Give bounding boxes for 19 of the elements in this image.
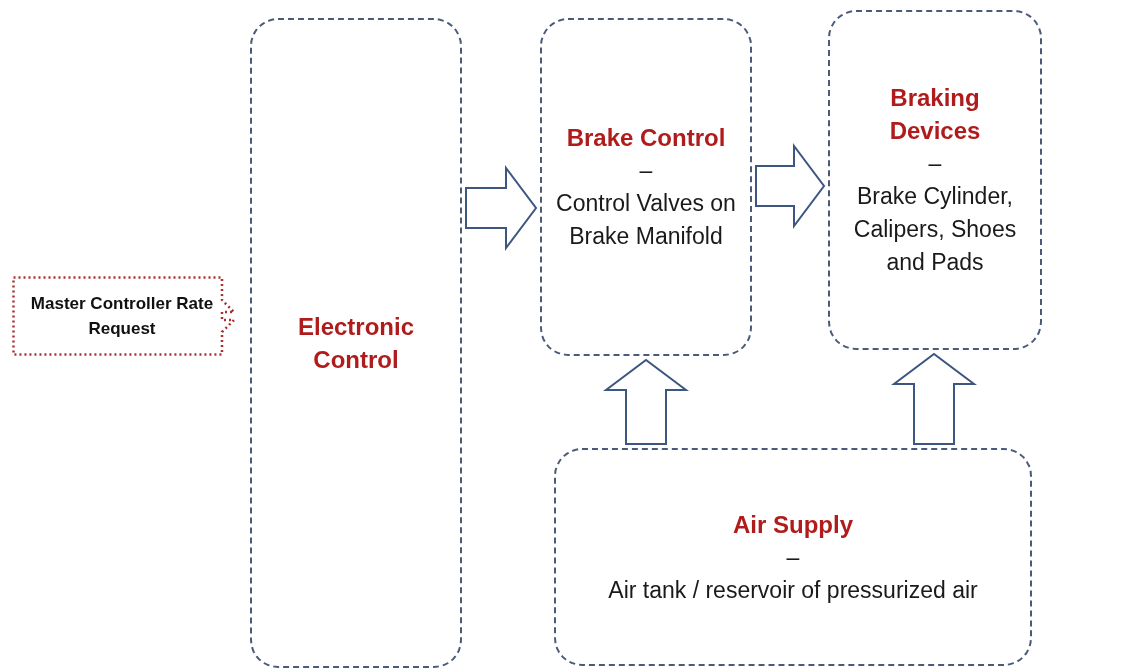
heading-text: Air Supply: [733, 509, 853, 540]
description-text: Brake Cylinder, Calipers, Shoes and Pads: [852, 182, 1018, 277]
process-box: [250, 18, 462, 668]
block-arrow: [891, 352, 977, 445]
process-box: [828, 10, 1042, 350]
block-arrow: [603, 358, 689, 445]
heading-text: Electronic Control: [296, 312, 415, 375]
block-arrow: [465, 165, 538, 251]
process-box: [554, 448, 1032, 666]
heading-text: Brake Control: [566, 123, 726, 153]
separator-dash: –: [639, 156, 653, 185]
label-text: Master Controller Rate Request: [29, 293, 215, 340]
separator-dash: –: [786, 542, 800, 572]
description-text: Air tank / reservoir of pressurized air: [608, 575, 978, 605]
heading-text: Braking Devices: [888, 83, 982, 146]
description-text: Control Valves on Brake Manifold: [556, 189, 736, 251]
process-box: [540, 18, 752, 356]
separator-dash: –: [928, 149, 942, 178]
block-arrow: [755, 143, 826, 229]
